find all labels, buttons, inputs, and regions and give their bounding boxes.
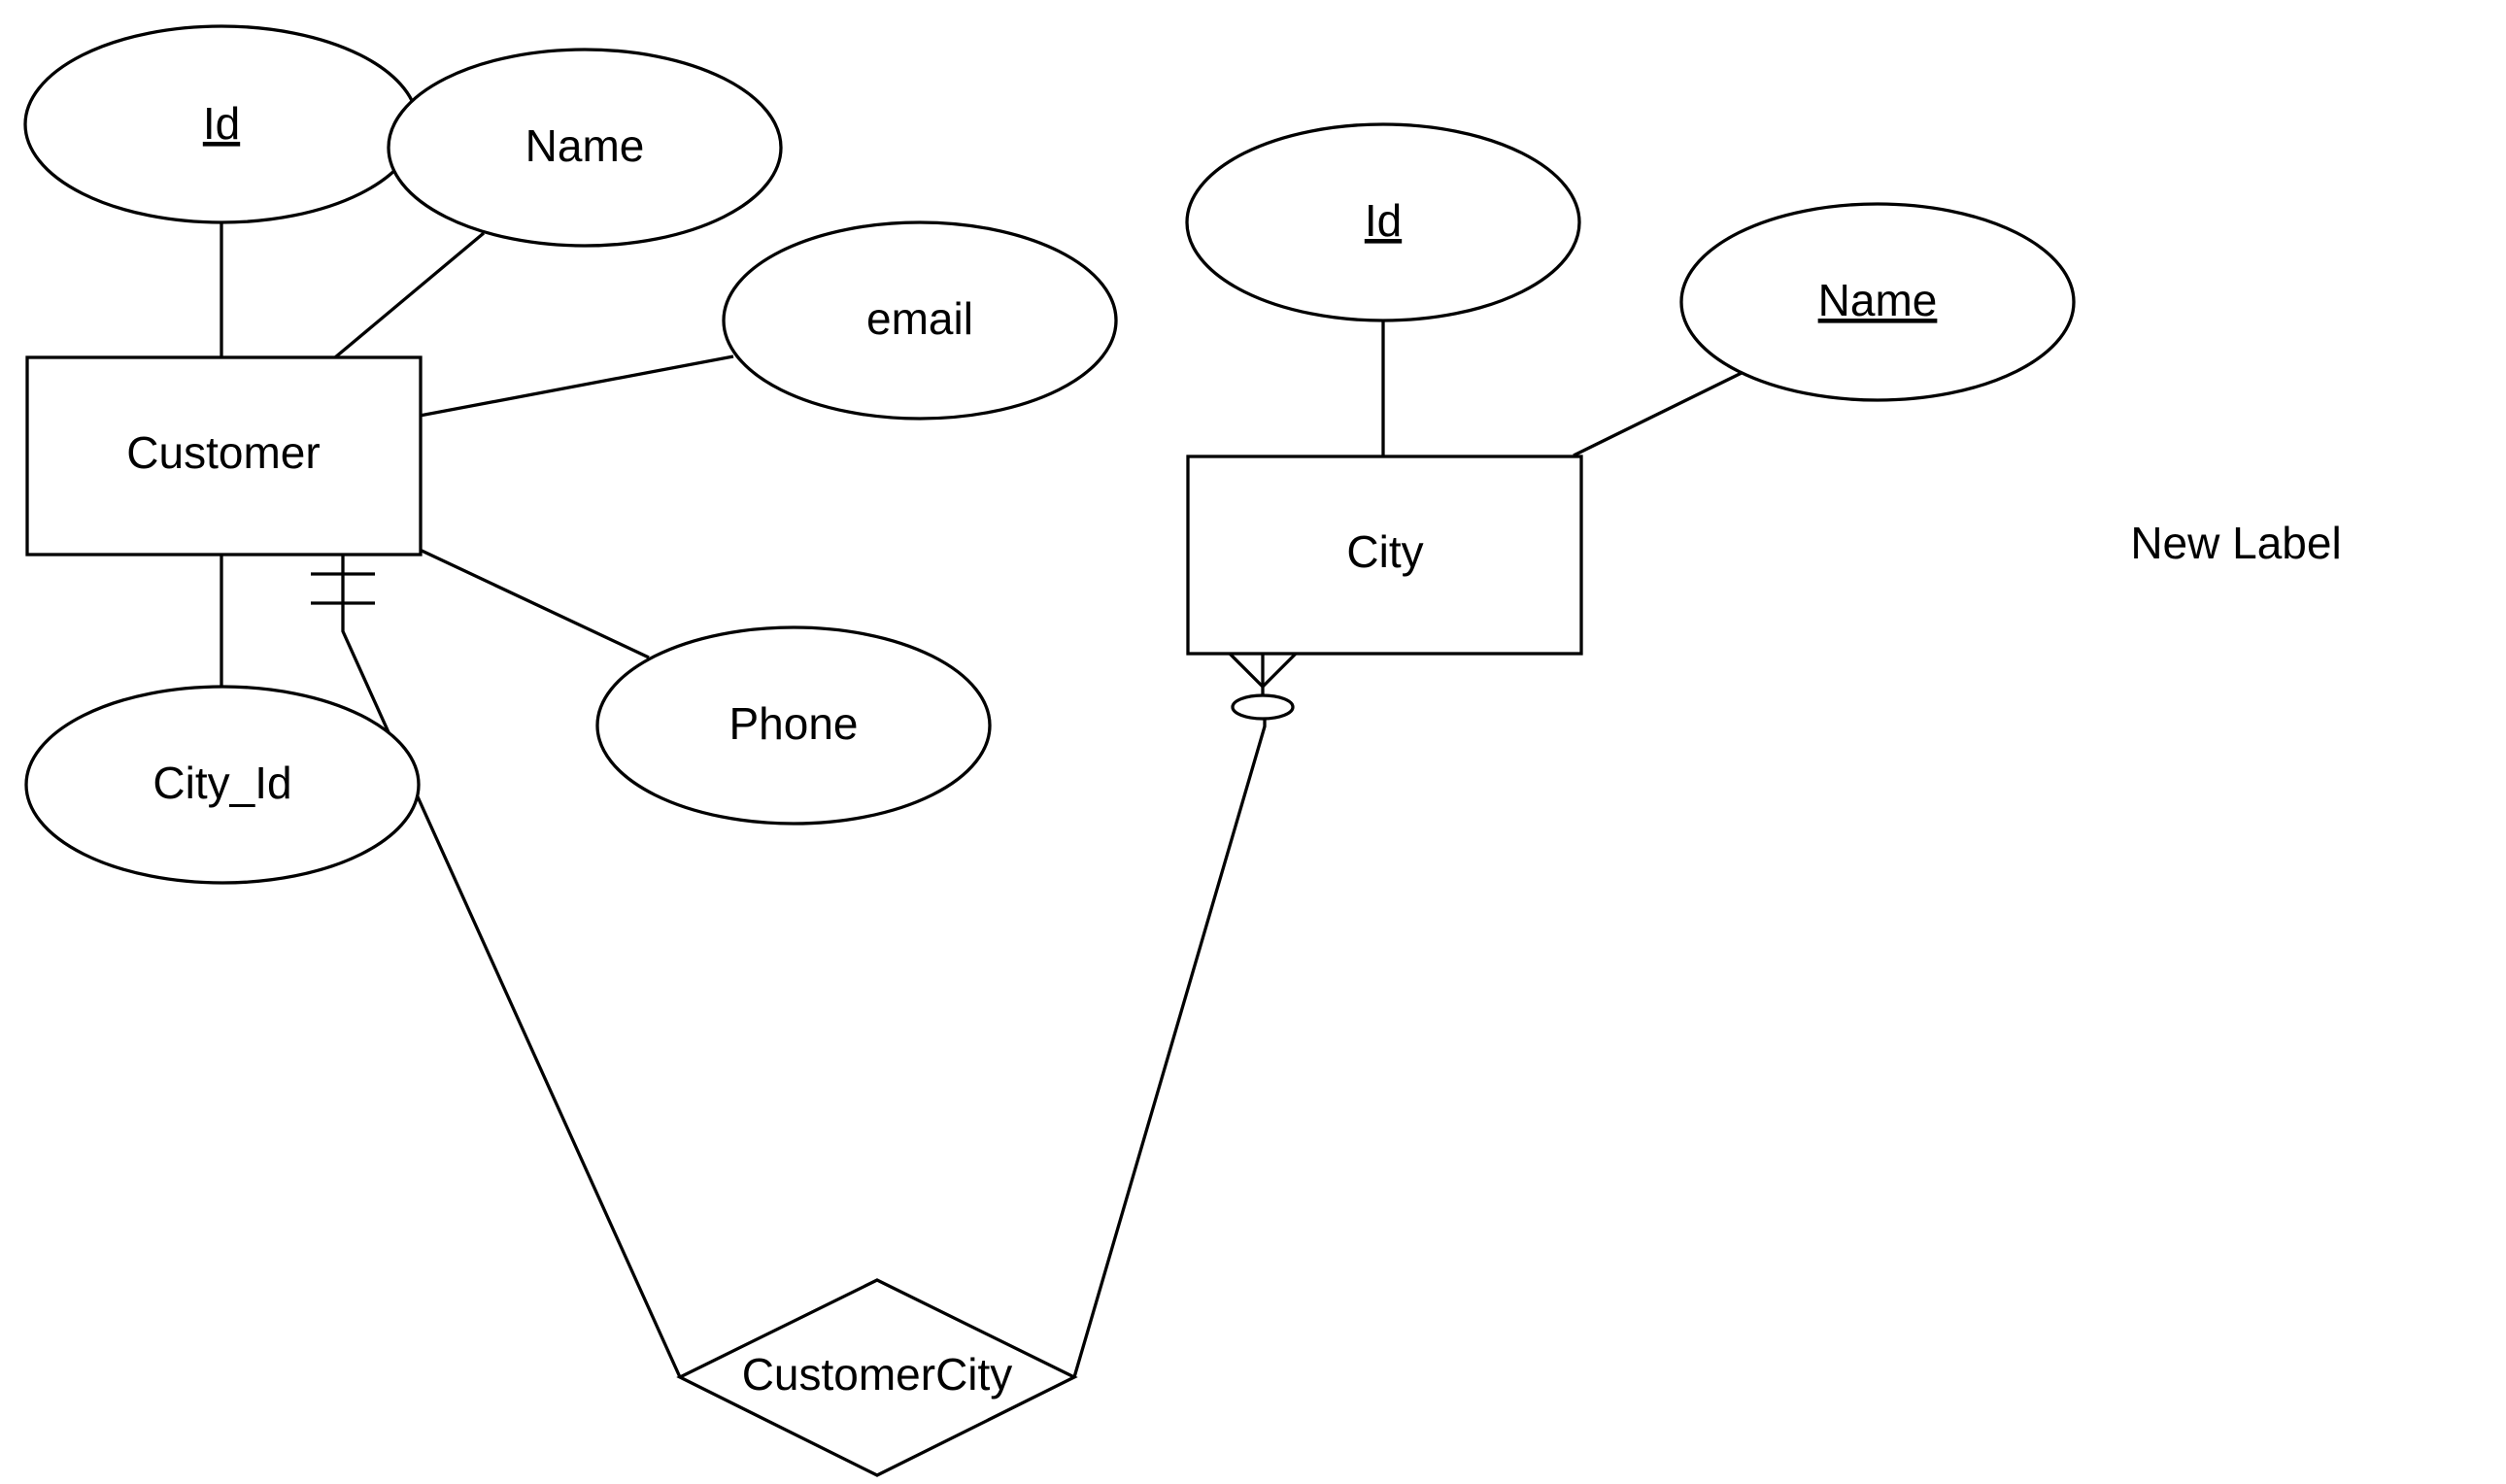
attribute-customer-email-ellipse[interactable]	[722, 220, 1118, 421]
free-text-label[interactable]: New Label	[2130, 518, 2341, 568]
entity-customer[interactable]: Customer	[25, 355, 423, 556]
entity-city-label: City	[1346, 526, 1423, 577]
attribute-city-name-ellipse[interactable]	[1679, 202, 2076, 402]
attribute-customer-name[interactable]: Name	[387, 48, 783, 248]
attribute-customer-name-ellipse[interactable]	[387, 48, 783, 248]
attribute-customer-email-label: email	[866, 293, 973, 344]
attribute-city-name-label: Name	[1818, 275, 1938, 325]
edge-city-customercity[interactable]	[1072, 720, 1267, 1378]
edge-customer-customercity[interactable]	[341, 555, 682, 1378]
relationship-customercity-label: CustomerCity	[742, 1349, 1013, 1400]
entity-city-box[interactable]	[1186, 455, 1583, 656]
attribute-customer-city-id-label: City_Id	[152, 758, 291, 808]
attribute-customer-phone-label: Phone	[728, 698, 858, 749]
attribute-city-id-label: Id	[1365, 195, 1402, 246]
attribute-city-name[interactable]: Name	[1679, 202, 2076, 402]
edge-customer-email[interactable]	[419, 354, 734, 418]
cardinality-zero-or-many-marker	[1228, 652, 1298, 721]
attribute-customer-id-label: Id	[203, 98, 240, 149]
entity-customer-box[interactable]	[25, 355, 423, 556]
edge-customer-name[interactable]	[333, 231, 486, 359]
attribute-customer-id[interactable]: Id	[23, 24, 420, 224]
attribute-city-id[interactable]: Id	[1185, 122, 1581, 322]
relationship-customercity-diamond[interactable]	[676, 1278, 1078, 1477]
attribute-customer-phone[interactable]: Phone	[595, 625, 992, 826]
entity-customer-label: Customer	[126, 427, 320, 478]
attribute-customer-phone-ellipse[interactable]	[595, 625, 992, 826]
attribute-customer-name-label: Name	[525, 120, 645, 171]
attribute-customer-email[interactable]: email	[722, 220, 1118, 421]
edge-customer-phone[interactable]	[419, 548, 650, 659]
attribute-city-id-ellipse[interactable]	[1185, 122, 1581, 322]
edge-city-name[interactable]	[1573, 370, 1744, 457]
entity-city[interactable]: City	[1186, 455, 1583, 656]
cardinality-one-and-only-one-marker	[311, 572, 375, 605]
attribute-customer-city-id[interactable]: City_Id	[24, 685, 421, 885]
connectors	[220, 221, 1744, 1378]
relationship-customercity[interactable]: CustomerCity	[676, 1278, 1078, 1477]
attribute-customer-city-id-ellipse[interactable]	[24, 685, 421, 885]
